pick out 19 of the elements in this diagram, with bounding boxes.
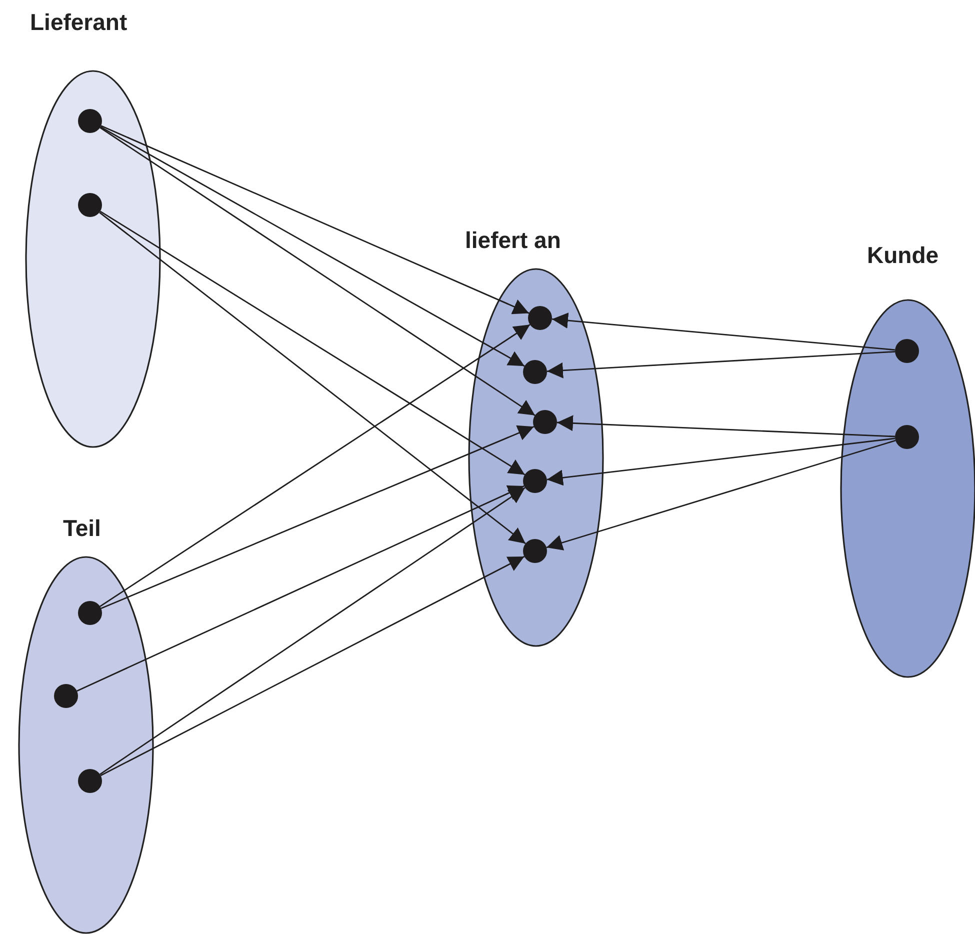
- arrow: [100, 324, 530, 607]
- arrow: [546, 438, 896, 486]
- arrow: [100, 126, 525, 367]
- arrow: [100, 556, 525, 776]
- arrow: [100, 210, 526, 476]
- set-label: liefert an: [465, 226, 561, 254]
- arrow: [552, 312, 896, 351]
- arrow: [546, 351, 896, 378]
- set-label: Kunde: [867, 241, 939, 269]
- arrow: [100, 425, 534, 610]
- arrow: [100, 127, 536, 416]
- arrow: [100, 125, 530, 314]
- set-label: Teil: [63, 514, 101, 542]
- arrow: [76, 485, 524, 692]
- arrow: [546, 440, 896, 550]
- arrow: [556, 415, 896, 438]
- arrow: [99, 212, 526, 544]
- arrow: [100, 487, 526, 775]
- set-label: Lieferant: [30, 8, 128, 36]
